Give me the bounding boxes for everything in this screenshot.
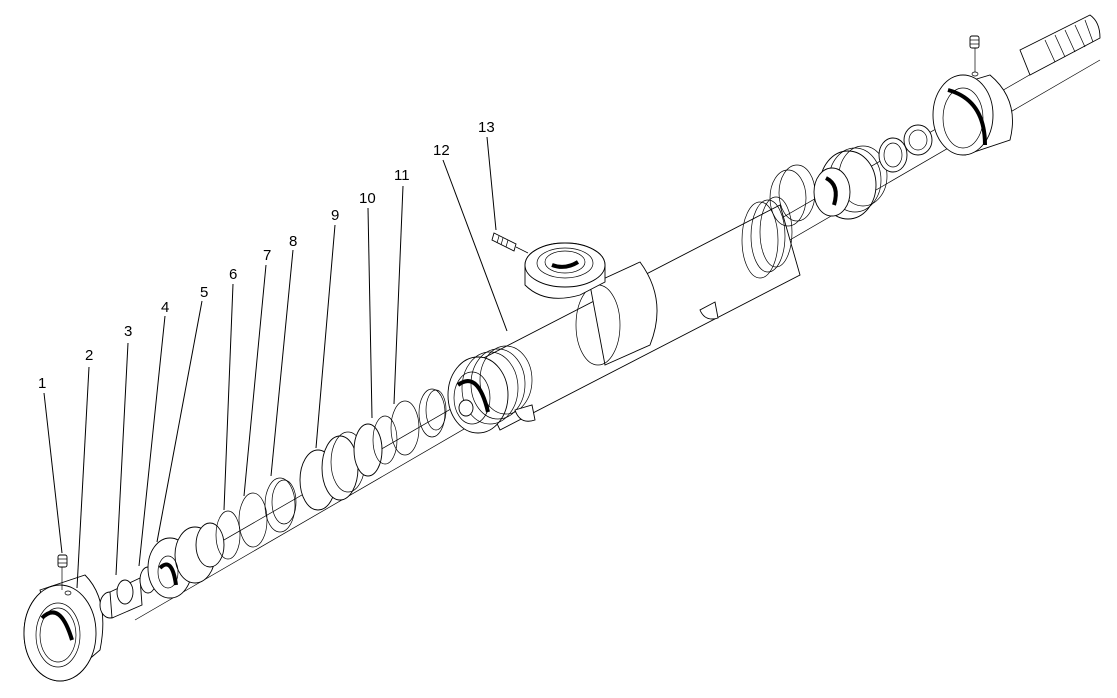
left-set-screw <box>57 554 68 590</box>
right-rings-gland <box>769 124 933 227</box>
bleed-screw <box>491 232 529 254</box>
callout-1: 1 <box>38 375 63 554</box>
svg-text:6: 6 <box>229 266 237 283</box>
callout-6: 6 <box>223 266 237 511</box>
svg-text:12: 12 <box>433 142 450 159</box>
svg-text:8: 8 <box>289 233 297 250</box>
svg-text:1: 1 <box>38 375 46 392</box>
callouts: 1 2 3 4 5 6 7 8 <box>38 119 508 589</box>
o-rings-middle <box>372 388 447 465</box>
callout-2: 2 <box>76 347 93 589</box>
svg-text:7: 7 <box>263 247 271 264</box>
svg-text:10: 10 <box>359 190 376 207</box>
callout-3: 3 <box>115 323 132 576</box>
callout-5: 5 <box>156 284 208 543</box>
callout-11: 11 <box>393 167 410 405</box>
o-rings-left <box>215 477 297 560</box>
svg-text:5: 5 <box>200 284 208 301</box>
cylinder-housing <box>447 196 801 434</box>
svg-text:13: 13 <box>478 119 495 136</box>
gland <box>147 522 225 599</box>
splined-end <box>1019 14 1101 76</box>
callout-7: 7 <box>243 247 271 497</box>
svg-text:2: 2 <box>85 347 93 364</box>
right-set-screw <box>969 35 980 72</box>
left-end-nut <box>23 574 104 682</box>
svg-text:11: 11 <box>394 167 410 184</box>
svg-text:3: 3 <box>124 323 132 340</box>
piston <box>299 423 383 511</box>
svg-text:9: 9 <box>331 207 339 224</box>
callout-9: 9 <box>315 207 339 449</box>
callout-12: 12 <box>433 142 508 332</box>
callout-4: 4 <box>138 299 169 567</box>
callout-8: 8 <box>270 233 297 477</box>
callout-10: 10 <box>359 190 376 419</box>
piston-rod-end <box>99 566 157 619</box>
svg-text:4: 4 <box>161 299 169 316</box>
callout-13: 13 <box>478 119 497 231</box>
right-end-nut <box>932 71 1013 156</box>
